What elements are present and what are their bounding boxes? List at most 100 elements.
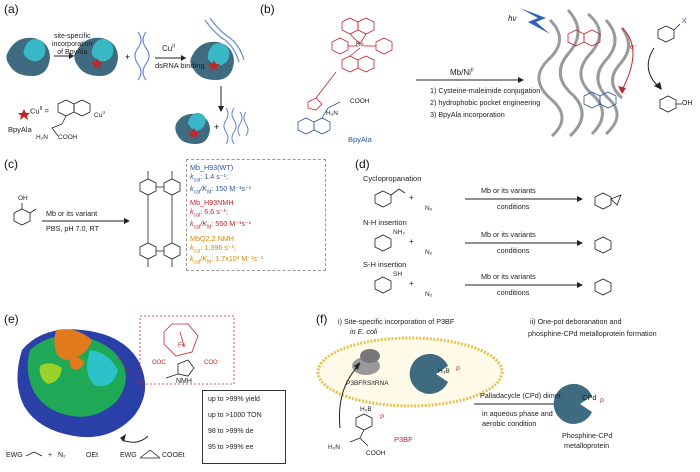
panel-e-scheme [17, 315, 235, 459]
reaction-2-bottom: conditions [497, 246, 530, 255]
panel-c: (c) OH Mb or its variant PBS, pH 7.0, RT… [0, 155, 340, 305]
reaction-2-group: NH₂ [393, 229, 405, 236]
p-label-3: P [380, 414, 385, 421]
kcat-km-value: kcat/KM: 1.7x10³ M⁻¹s⁻¹ [190, 254, 264, 266]
step-i: i) Site-specific incorporation of P3BF [338, 317, 455, 326]
c-condition-1: Mb or its variant [46, 209, 98, 218]
reaction-2-plus: + [409, 237, 414, 246]
cpd-label: CPd [582, 393, 597, 402]
f-h2n-label: H₂N [328, 444, 340, 451]
phenol [659, 95, 682, 113]
step-ii-2: phosphine-CPd metalloprotein formation [528, 329, 657, 338]
h3b-label-1: H₃B [438, 368, 450, 375]
panel-c-scheme [13, 171, 181, 267]
panel-f-scheme [316, 336, 592, 447]
protein-dsrna-complex [190, 17, 245, 80]
e-plus: + [48, 452, 53, 459]
e-ewg-2: EWG [120, 452, 137, 459]
guaiacol [13, 203, 37, 226]
reaction-3-title: S-H insertion [363, 260, 407, 269]
coo-label: COO⁻ [204, 360, 221, 366]
aryl-halide [657, 23, 681, 43]
ru-bound [567, 29, 601, 47]
svg-text:+: + [214, 122, 219, 132]
kcat-value: kcat: 1,396 s⁻¹; [190, 242, 237, 255]
electron-label: e⁻ [630, 44, 638, 51]
panel-a-scheme: + + [6, 17, 249, 145]
hv-label: hν [508, 14, 517, 23]
b-bpyala-label: BpyAla [348, 135, 372, 144]
panel-f: (f) i) Site-specific incorporation of P3… [310, 310, 700, 472]
panel-e-label: (e) [4, 312, 19, 326]
variant-name: Mb_H93NMH [190, 198, 234, 208]
f-cooh-label: COOH [366, 450, 386, 457]
palladacycle-label: Palladacycle (CPd) dimer [480, 391, 562, 400]
step-incorporation-label: site-specific incorporation of BpyAla [52, 33, 93, 57]
stat-ton: up to >1000 TON [208, 412, 262, 419]
panel-b-label: (b) [260, 2, 275, 16]
panel-f-label: (f) [316, 312, 328, 326]
ru-label: Ru [356, 42, 364, 48]
cuii-label: CuII [94, 110, 105, 120]
protein-blob-1 [6, 37, 50, 76]
oh-label: OH [682, 100, 693, 107]
cu-reagent-label: CuII [162, 43, 176, 53]
fe-label: Fe [178, 342, 186, 349]
panel-c-label: (c) [4, 157, 18, 171]
reaction-1-n2: N₂ [425, 205, 433, 212]
p3bf-structure [349, 413, 373, 447]
step-i-2: in E. coli [350, 327, 378, 336]
p3bf-label: P3BF [394, 435, 413, 444]
electron-arrow [621, 27, 634, 91]
step-ii: ii) One-pot deboranation and [530, 317, 622, 326]
step-1: 1) Cysteine-maleimide conjugation [430, 86, 541, 95]
star-icon [18, 109, 30, 120]
reaction-1-title: Cyclopropanation [363, 174, 422, 183]
svg-text:+: + [125, 52, 130, 62]
tetraguaiacol [139, 171, 181, 267]
reaction-1-bottom: conditions [497, 202, 530, 211]
variant-name: MbQ2.2 NMH [190, 233, 234, 243]
stat-yield: up to >99% yield [208, 396, 260, 403]
c-oh-label: OH [18, 195, 28, 202]
panel-a: (a) + [0, 0, 250, 150]
protein-pacman-2 [553, 383, 592, 424]
kcat-value: kcat: 1.4 s⁻¹; [190, 172, 229, 184]
myoglobin-ribbon [537, 8, 630, 138]
reaction-2-top: Mb or its variants [481, 230, 536, 239]
kinetics-box [186, 159, 326, 271]
step-3: 3) BpyAla incorporation [430, 110, 505, 119]
product-label-2: metalloprotein [564, 441, 610, 450]
reaction-2-title: N-H insertion [363, 218, 407, 227]
panel-b-scheme [297, 8, 682, 138]
p-label-1: P [456, 366, 461, 373]
cleavage-products: + [175, 107, 249, 145]
bpyala-structure [51, 99, 91, 137]
h2n-label: H₂N [36, 134, 48, 141]
product-label-1: Phosphine-CPd [562, 431, 613, 440]
reaction-3-top: Mb or its variants [481, 272, 536, 281]
ru-complex [307, 17, 393, 111]
variant-name: Mb_H93(WT) [190, 163, 234, 172]
reaction-1-top: Mb or its variants [481, 186, 536, 195]
ni-site [583, 91, 617, 109]
e-n2: N₂ [58, 452, 66, 459]
b-cooh-label: COOH [350, 98, 370, 105]
light-icon [520, 8, 550, 34]
heme [163, 323, 199, 357]
ooc-label: OOC [152, 360, 166, 366]
x-label: X [682, 18, 687, 25]
dsrna-helix-1 [134, 31, 150, 81]
panel-d-label: (d) [355, 157, 370, 171]
e-oet: OEt [86, 452, 99, 459]
stats-box [202, 390, 286, 464]
panel-b: (b) [250, 0, 700, 150]
cooh-label: COOH [58, 134, 78, 141]
reaction-2-n2: N₂ [425, 249, 433, 256]
bpyala-label: BpyAla [8, 125, 32, 134]
dsrna-binding-label: dsRNA binding [155, 61, 205, 70]
protein-blob-2 [74, 37, 118, 76]
panel-d: (d) Cyclopropanation Mb or its variants … [345, 155, 700, 305]
panel-a-label: (a) [4, 2, 19, 16]
panel-e: (e) Fe OOC COO⁻ NMH [0, 310, 300, 472]
